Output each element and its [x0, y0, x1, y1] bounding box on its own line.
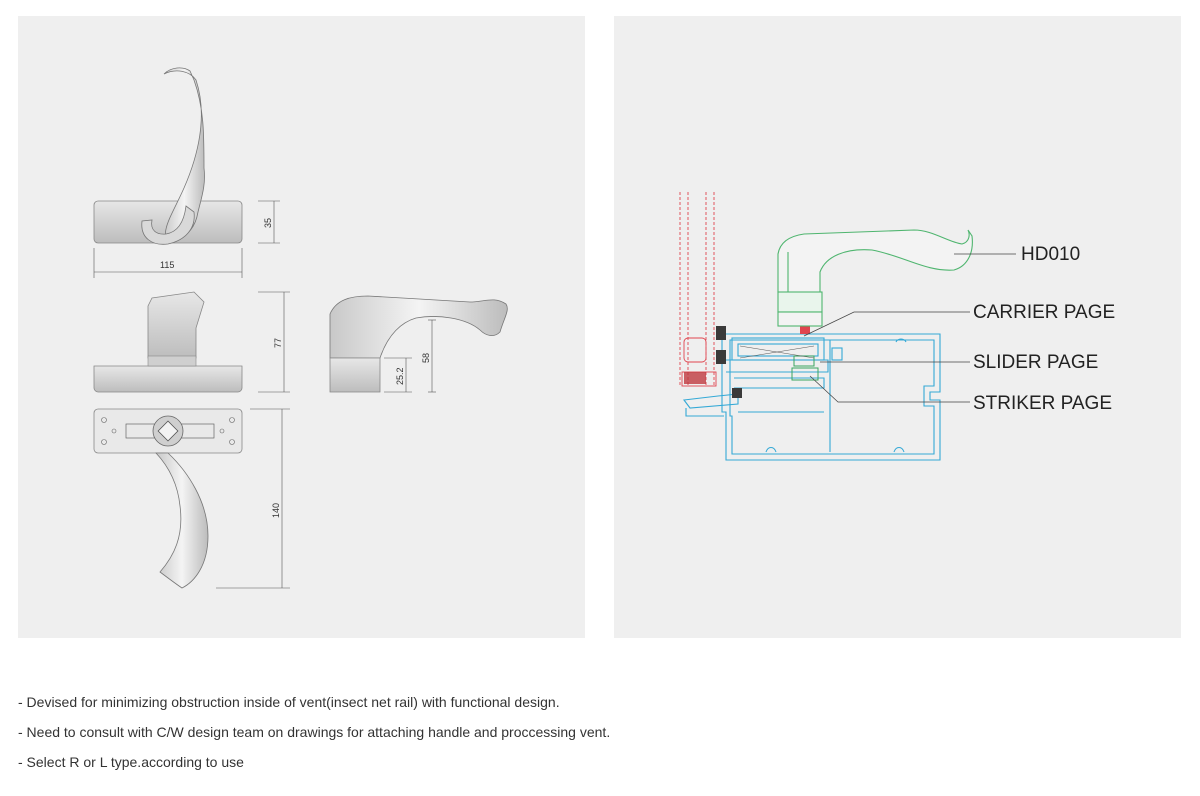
screw-part	[800, 320, 810, 334]
handle-hd010	[777, 229, 973, 327]
technical-drawing-panel: 35 115 77 58	[18, 16, 585, 638]
profile-view: 58 25.2	[329, 295, 508, 393]
dim-profile-height: 58	[421, 353, 431, 363]
bottom-view-lever	[155, 452, 209, 589]
dim-profile-base: 25.2	[395, 367, 405, 385]
callout-leaders	[803, 253, 1016, 403]
profile-view-lever	[329, 295, 508, 359]
profile-view-base	[329, 357, 381, 393]
note-1: - Devised for minimizing obstruction ins…	[18, 694, 560, 710]
top-view: 35 115	[93, 67, 280, 278]
striker-part	[791, 367, 819, 381]
sash-section	[679, 192, 717, 387]
top-view-lever-base	[141, 205, 195, 245]
lock-mechanism	[739, 320, 819, 381]
side-view: 77	[93, 291, 290, 393]
note-3: - Select R or L type.according to use	[18, 754, 244, 770]
callout-hd010: HD010	[1021, 244, 1080, 265]
callout-striker-page: STRIKER PAGE	[973, 393, 1112, 414]
dim-top-width: 115	[160, 260, 174, 270]
installation-section-drawing: HD010 CARRIER PAGE SLIDER PAGE STRIKER P…	[679, 192, 1115, 461]
gasket-seals	[684, 326, 742, 398]
callout-slider-page: SLIDER PAGE	[973, 352, 1098, 373]
product-notes: - Devised for minimizing obstruction ins…	[18, 694, 1178, 784]
bottom-view: 140	[93, 408, 290, 589]
dim-side-height: 77	[273, 338, 283, 348]
handle-drawing-views: 35 115 77 58	[93, 67, 508, 589]
dim-top-height: 35	[263, 218, 273, 228]
side-view-knob	[147, 291, 205, 359]
side-view-base	[93, 365, 243, 393]
callout-carrier-page: CARRIER PAGE	[973, 302, 1115, 323]
dim-base-width: 140	[271, 503, 281, 518]
note-2: - Need to consult with C/W design team o…	[18, 724, 611, 740]
frame-profile	[682, 333, 941, 461]
installation-section-panel: HD010 CARRIER PAGE SLIDER PAGE STRIKER P…	[614, 16, 1181, 638]
